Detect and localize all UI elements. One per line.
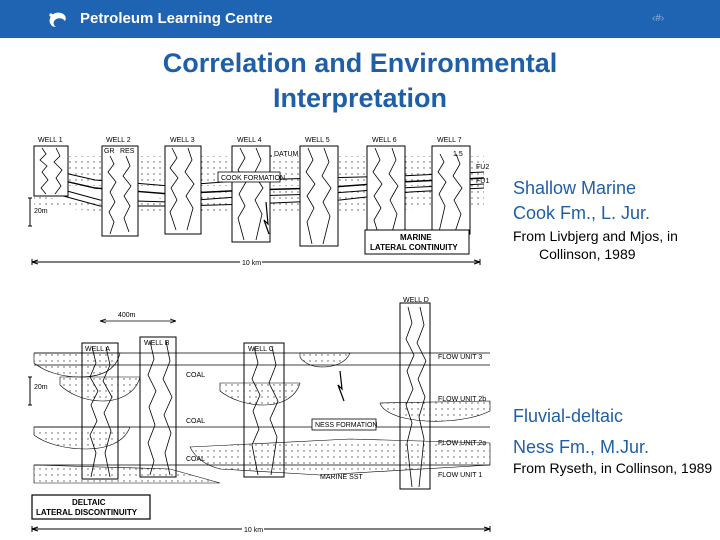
well-6-log (372, 147, 399, 237)
well-2-log (107, 155, 132, 235)
well-label: WELL 6 (372, 137, 397, 144)
shallow-marine-heading: Shallow Marine Cook Fm., L. Jur. (513, 176, 650, 226)
flow-unit-label: FU1 (476, 178, 489, 185)
coal-label: COAL (186, 418, 205, 425)
fault-mark (263, 201, 270, 235)
channel-sand-body (33, 464, 221, 484)
horizontal-scale-label: 10 km (242, 260, 261, 267)
flow-unit-label: FLOW UNIT 2a (438, 440, 486, 447)
figure1-caption-box (364, 229, 470, 255)
header-bar: Petroleum Learning Centre ‹#› (0, 0, 720, 38)
coal-label: COAL (186, 456, 205, 463)
well-5-column (299, 145, 339, 247)
slide-title-line2: Interpretation (272, 83, 447, 113)
distance-arrow (99, 318, 177, 324)
channel-sand-body (219, 382, 301, 406)
well-label: WELL A (85, 346, 110, 353)
fluvial-deltaic-source: From Ryseth, in Collinson, 1989 (513, 460, 713, 476)
brand-name: Petroleum Learning Centre (80, 10, 273, 27)
page-number: ‹#› (652, 13, 665, 24)
vertical-scale-bar (28, 197, 32, 227)
well-label: WELL 1 (38, 137, 63, 144)
channel-sand-body (379, 400, 491, 422)
horizontal-scale-label-bg (240, 257, 262, 267)
flow-unit-label: FLOW UNIT 1 (438, 472, 482, 479)
fault-mark (337, 370, 345, 402)
fluvial-deltaic-heading: Fluvial-deltaic Ness Fm., M.Jur. (513, 404, 649, 466)
horizontal-scale-label-bg (242, 524, 264, 534)
log-label-gr: GR (104, 148, 115, 155)
channel-sand-body (59, 376, 141, 402)
well7-value: 1.5 (453, 151, 463, 158)
flow-unit-label: FU2 (476, 164, 489, 171)
well-3-column (164, 145, 202, 235)
figure1-caption-line1: MARINE (400, 233, 432, 242)
vertical-scale-label: 20m (34, 208, 48, 215)
marine-correlation-figure: WELL 1 WELL 2 WELL 3 WELL 4 WELL 5 WELL … (28, 137, 489, 267)
well-label: WELL C (248, 346, 274, 353)
well-2-column (101, 145, 139, 237)
shallow-marine-source: From Livbjerg and Mjos, in Collinson, 19… (513, 228, 678, 262)
well-b-log (147, 340, 173, 476)
well-4-column (231, 145, 271, 243)
vertical-scale-label: 20m (34, 384, 48, 391)
coal-label: COAL (186, 372, 205, 379)
figure1-caption-line2: LATERAL CONTINUITY (370, 243, 458, 252)
fluvial-deltaic-heading-line2: Ness Fm., M.Jur. (513, 437, 650, 457)
swirl-logo-icon (49, 12, 66, 27)
well-c-column (243, 342, 285, 478)
well-7-log (437, 153, 463, 233)
well-c-log (251, 346, 279, 476)
well-label: WELL 7 (437, 137, 462, 144)
well-1-column (33, 145, 69, 197)
log-label-res: RES (120, 148, 135, 155)
channel-sand-body (33, 352, 121, 378)
well-label: WELL 2 (106, 137, 131, 144)
formation-label: NESS FORMATION (315, 422, 377, 429)
well-label: WELL 3 (170, 137, 195, 144)
channel-sand-body (189, 438, 491, 476)
well-label: WELL 4 (237, 137, 262, 144)
flow-unit-label: FLOW UNIT 3 (438, 354, 482, 361)
figure2-caption-box (31, 494, 151, 520)
shallow-marine-heading-line1: Shallow Marine (513, 178, 637, 198)
well-5-log (305, 147, 332, 245)
shallow-marine-heading-line2: Cook Fm., L. Jur. (513, 203, 651, 223)
well-label: WELL B (144, 340, 170, 347)
well-6-column (366, 145, 406, 239)
well-label: WELL 5 (305, 137, 330, 144)
well-7-column (431, 145, 471, 235)
well-label: WELL D (403, 297, 429, 304)
flow-unit-label: FLOW UNIT 2b (438, 396, 486, 403)
well-4-log (237, 147, 264, 241)
figure2-caption-line2: LATERAL DISCONTINUITY (36, 508, 138, 517)
formation-label: COOK FORMATION (221, 175, 285, 182)
datum-label: DATUM (274, 151, 299, 158)
slide-title-line1: Correlation and Environmental (162, 48, 558, 78)
well-d-log (405, 306, 427, 488)
figure2-caption-line1: DELTAIC (72, 498, 106, 507)
deltaic-correlation-figure: 400m WELL A WELL B WELL C WELL D COAL CO… (28, 297, 491, 534)
horizontal-scale-label: 10 km (244, 527, 263, 534)
fluvial-deltaic-heading-line1: Fluvial-deltaic (513, 406, 624, 426)
vertical-scale-bar (28, 376, 32, 406)
slide-title: Correlation and Environmental Interpreta… (0, 46, 720, 116)
well-d-column (399, 302, 431, 490)
channel-sand-body (299, 352, 351, 368)
formation-label-box (311, 418, 377, 431)
distance-label: 400m (118, 312, 136, 319)
well-1-log (39, 147, 63, 195)
formation-label-box (217, 171, 281, 183)
well-a-column (81, 342, 119, 480)
marine-sst-label: MARINE SST (320, 474, 364, 481)
well-a-log (89, 346, 113, 478)
well-3-log (169, 147, 195, 231)
well-b-column (139, 336, 177, 478)
